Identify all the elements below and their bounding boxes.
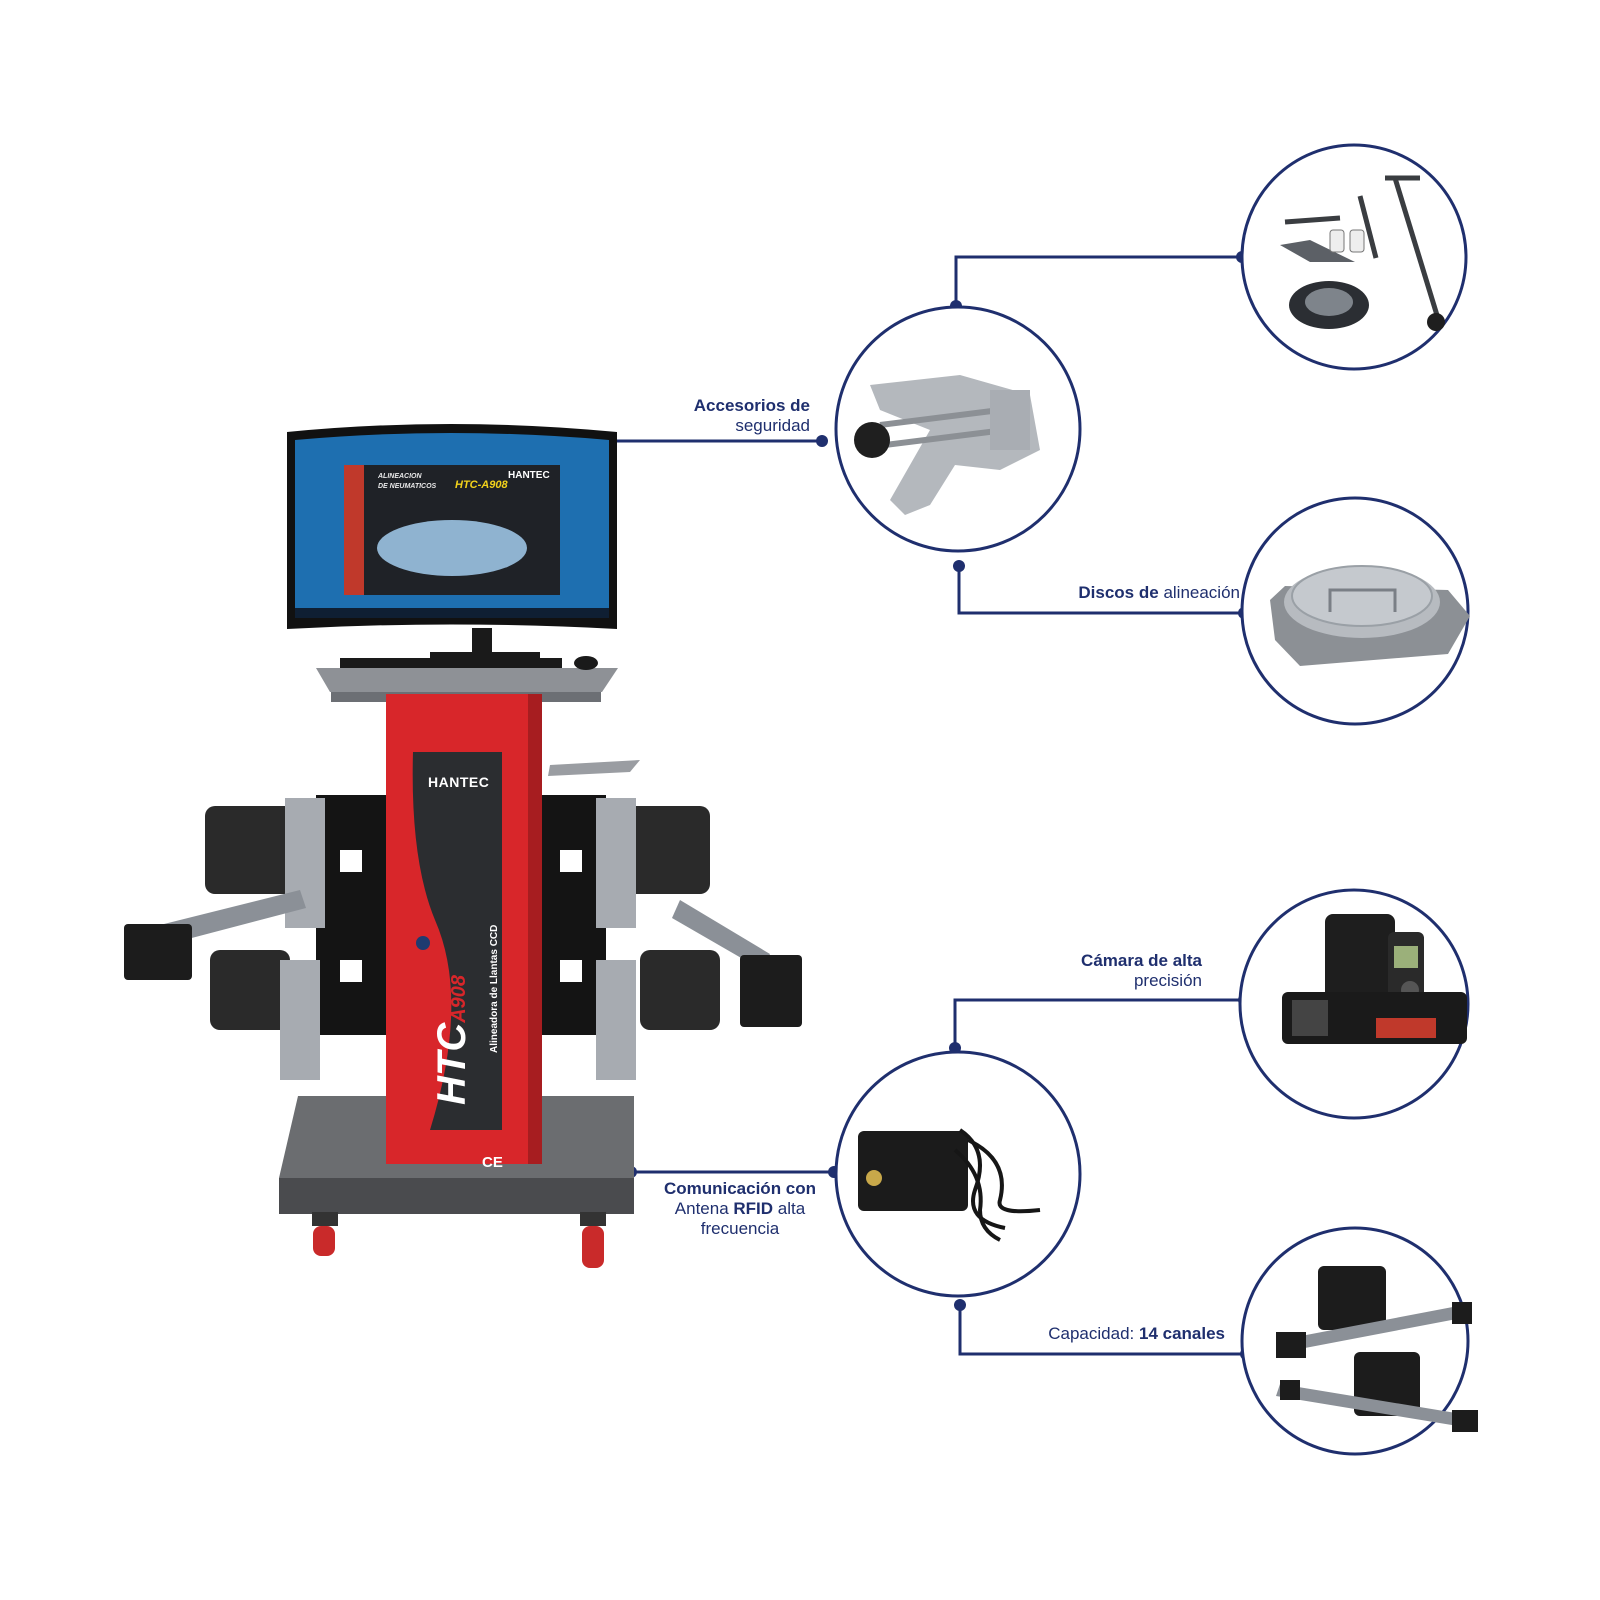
discos-regular: alineación bbox=[1163, 583, 1240, 602]
model-logo: HTCA908 bbox=[430, 975, 475, 1105]
comunicacion-line3: frecuencia bbox=[700, 1219, 780, 1238]
comunicacion-bold: Comunicación con bbox=[663, 1179, 817, 1198]
screen-title-line1: ALINEACION bbox=[378, 473, 422, 480]
feature-label-seguridad: Accesorios de seguridad bbox=[620, 396, 810, 436]
capacidad-bold: 14 canales bbox=[1138, 1324, 1225, 1343]
screen-title-line2: DE NEUMATICOS bbox=[378, 483, 437, 490]
feature-label-comunicacion: Comunicación con Antena RFID alta frecue… bbox=[640, 1179, 840, 1239]
ce-mark: CE bbox=[482, 1154, 503, 1171]
model-small: A908 bbox=[448, 974, 470, 1023]
model-big: HTC bbox=[430, 1022, 474, 1105]
seguridad-regular: seguridad bbox=[735, 416, 810, 435]
discos-bold: Discos de bbox=[1078, 583, 1159, 602]
hantec-logo: HANTEC bbox=[428, 774, 490, 790]
comunicacion-post: alta bbox=[773, 1199, 806, 1218]
screen-model: HTC-A908 bbox=[455, 479, 508, 491]
screen-brand: HANTEC bbox=[508, 470, 550, 481]
feature-label-discos: Discos de alineación bbox=[1000, 583, 1240, 603]
camara-bold: Cámara de alta bbox=[1081, 951, 1202, 970]
capacidad-regular: Capacidad: bbox=[1048, 1324, 1139, 1343]
model-subtitle: Alineadora de Llantas CCD bbox=[489, 924, 500, 1053]
camara-regular: precisión bbox=[1133, 971, 1202, 990]
feature-label-camara: Cámara de alta precisión bbox=[1000, 951, 1202, 991]
feature-label-capacidad: Capacidad: 14 canales bbox=[980, 1324, 1225, 1344]
screen-title: ALINEACION DE NEUMATICOS bbox=[378, 472, 436, 492]
comunicacion-bold2: RFID bbox=[733, 1199, 774, 1218]
comunicacion-pre: Antena bbox=[674, 1199, 734, 1218]
seguridad-bold: Accesorios de bbox=[693, 396, 810, 415]
